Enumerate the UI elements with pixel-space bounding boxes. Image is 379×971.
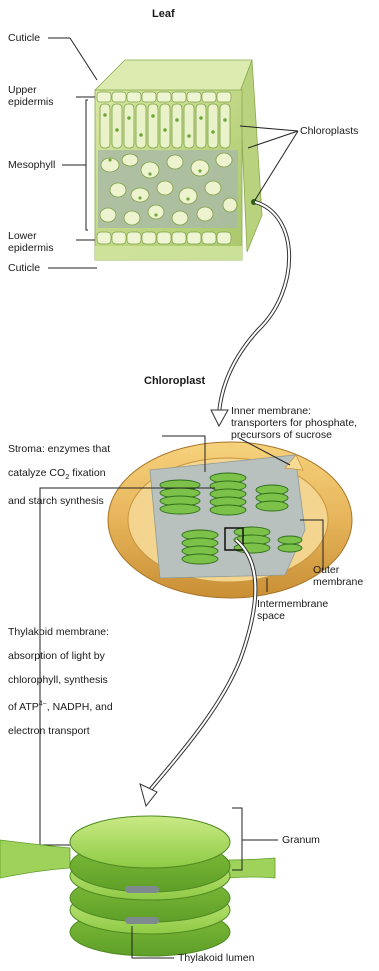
leaf-side-face bbox=[240, 60, 262, 252]
stroma-line-2: catalyze CO2 fixation bbox=[8, 467, 106, 479]
leaf-top-face bbox=[95, 60, 252, 92]
leaf-title: Leaf bbox=[152, 8, 175, 20]
label-inner-membrane: Inner membrane: transporters for phospha… bbox=[231, 405, 357, 441]
label-mesophyll: Mesophyll bbox=[8, 159, 55, 171]
label-cuticle-top: Cuticle bbox=[8, 32, 40, 44]
label-chloroplasts: Chloroplasts bbox=[300, 125, 358, 137]
thylakoid-lumen-slit bbox=[125, 886, 159, 893]
label-lower-epidermis: Lower epidermis bbox=[8, 230, 54, 254]
lower-cuticle bbox=[95, 246, 242, 260]
granum bbox=[0, 816, 275, 956]
label-cuticle-bottom: Cuticle bbox=[8, 262, 40, 274]
thylakoid-lumen-slit bbox=[125, 917, 159, 924]
label-stroma: Stroma: enzymes that catalyze CO2 fixati… bbox=[8, 431, 110, 507]
stroma-lamella-left bbox=[0, 840, 70, 878]
upper-epidermis-cells bbox=[97, 92, 231, 102]
palisade-cells bbox=[100, 104, 230, 148]
label-thylakoid-membrane: Thylakoid membrane: absorption of light … bbox=[8, 614, 113, 737]
label-upper-epidermis: Upper epidermis bbox=[8, 84, 54, 108]
stroma-line-3: and starch synthesis bbox=[8, 495, 104, 507]
stroma-lamella-right bbox=[229, 858, 275, 878]
chloroplast-title: Chloroplast bbox=[144, 375, 205, 387]
stroma-line-1: Stroma: enzymes that bbox=[8, 443, 110, 455]
lower-epidermis-cells bbox=[97, 232, 231, 244]
label-intermembrane-space: Intermembrane space bbox=[257, 598, 328, 622]
leaf-cross-section bbox=[95, 60, 262, 260]
label-outer-membrane: Outer membrane bbox=[313, 564, 363, 588]
label-granum: Granum bbox=[282, 834, 320, 846]
label-thylakoid-lumen: Thylakoid lumen bbox=[178, 952, 254, 964]
